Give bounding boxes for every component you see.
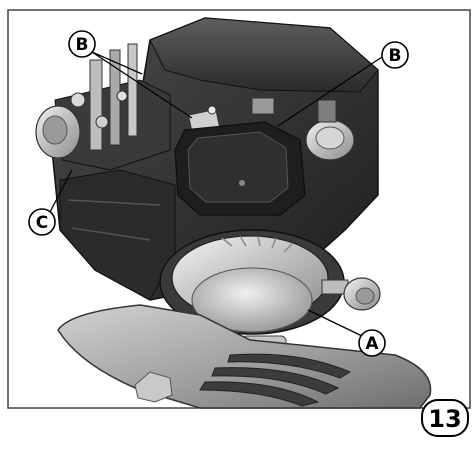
blower-shroud: [57, 304, 432, 409]
callout-b-right-label: B: [389, 46, 402, 66]
left-knob: [35, 105, 81, 159]
callout-c: C: [28, 208, 56, 236]
leader-lines: [49, 51, 386, 337]
shroud-bolt-plate: [134, 371, 173, 403]
carburetor-assembly: [54, 43, 171, 171]
oil-fill-cap: [305, 99, 355, 161]
callout-a: A: [358, 329, 386, 357]
callout-a-label: A: [365, 334, 379, 354]
figure-number-badge: 13: [421, 399, 469, 437]
fuel-fitting: [321, 277, 381, 311]
callout-b-right: B: [381, 41, 409, 69]
figure-number: 13: [428, 405, 461, 433]
shroud-vents: [199, 353, 352, 407]
callout-b-left: B: [68, 30, 96, 58]
cylinder-head-cover: [174, 121, 306, 216]
callout-b-left-label: B: [76, 35, 89, 55]
callout-c-label: C: [36, 213, 48, 233]
air-filter-housing: [159, 229, 345, 335]
